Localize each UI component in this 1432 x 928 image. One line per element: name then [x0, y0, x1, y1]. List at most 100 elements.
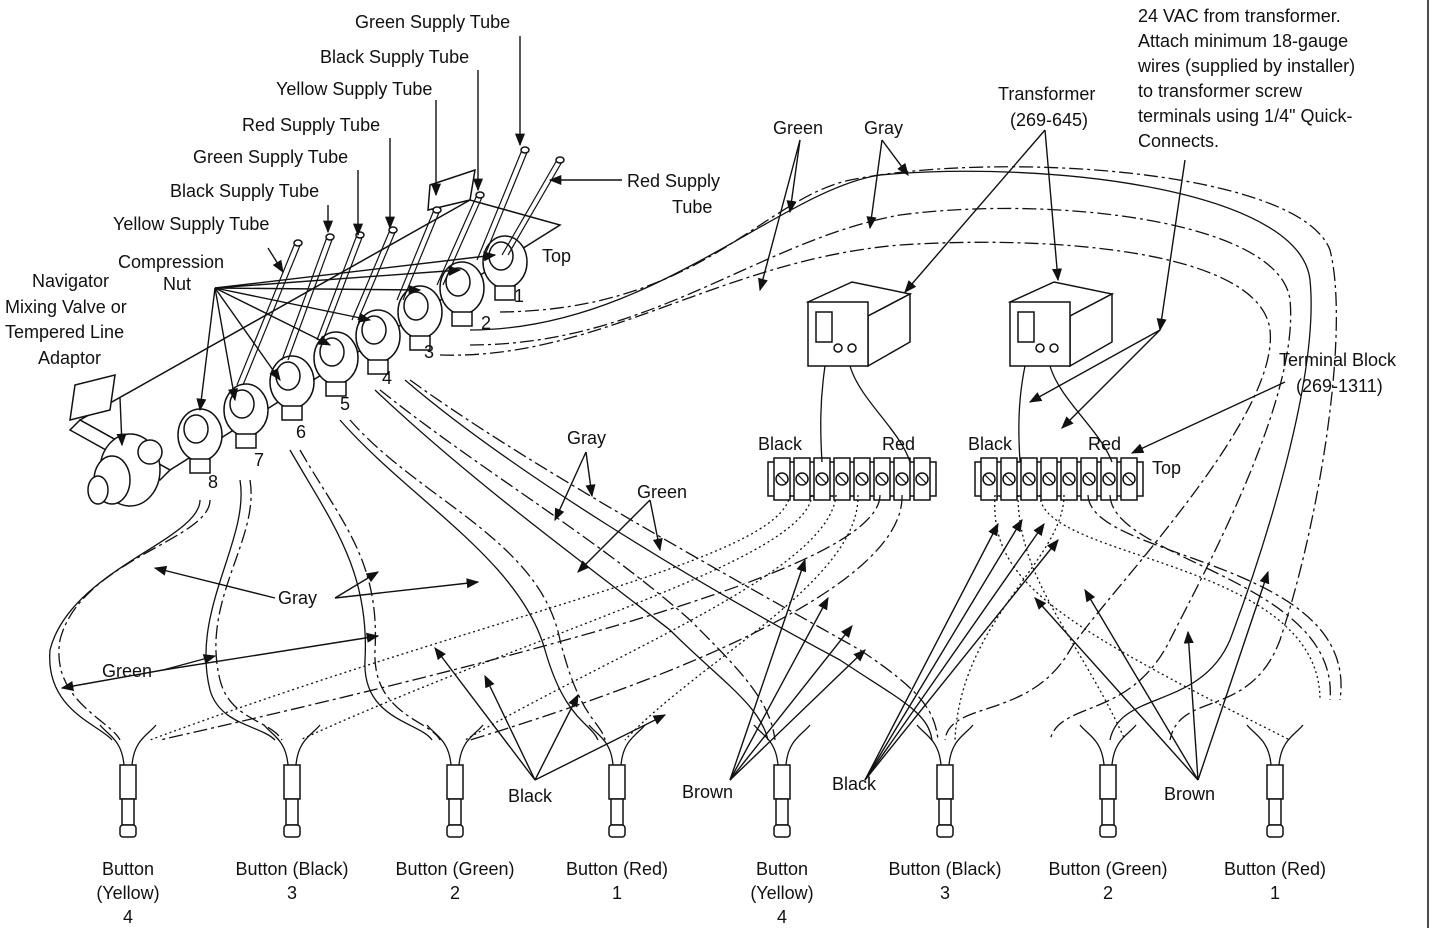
button-caption: Button (Red): [1224, 859, 1326, 879]
note-line-1: 24 VAC from transformer.: [1138, 6, 1341, 26]
button-caption: 1: [1270, 883, 1280, 903]
push-button: [1246, 724, 1304, 838]
push-button: [1079, 724, 1137, 838]
solenoid-valve: [355, 309, 401, 375]
transformer-left: [805, 281, 913, 368]
port-number: 7: [254, 450, 264, 470]
note-line-3: wires (supplied by installer): [1137, 56, 1355, 76]
port-number: 6: [296, 422, 306, 442]
button-caption: 2: [450, 883, 460, 903]
label-compression-2: Nut: [163, 274, 191, 294]
label-navigator-4: Adaptor: [38, 348, 101, 368]
label-black-left-block: Black: [758, 434, 803, 454]
labels: Green Supply Tube Black Supply Tube Yell…: [5, 6, 1397, 806]
transformer-right: [1007, 281, 1115, 368]
note-line-5: terminals using 1/4" Quick-: [1138, 106, 1352, 126]
label-transformer-2: (269-645): [1010, 110, 1088, 130]
button-caption: Button: [102, 859, 154, 879]
button-caption: Button (Green): [395, 859, 514, 879]
label-red-supply-right-2: Tube: [672, 197, 712, 217]
label-transformer-1: Transformer: [998, 84, 1095, 104]
label-green-supply-tube-top: Green Supply Tube: [355, 12, 510, 32]
solenoid-valves: [177, 235, 528, 474]
solenoid-valve: [269, 355, 315, 421]
note-line-2: Attach minimum 18-gauge: [1138, 31, 1348, 51]
label-gray-middle: Gray: [567, 428, 606, 448]
label-red-supply-right-1: Red Supply: [627, 171, 720, 191]
solenoid-valve: [482, 235, 528, 301]
label-gray-lower: Gray: [278, 588, 317, 608]
label-terminal-top: Top: [1152, 458, 1181, 478]
push-button: [263, 724, 321, 838]
button-caption: Button (Black): [888, 859, 1001, 879]
label-navigator-2: Mixing Valve or: [5, 297, 127, 317]
label-green-topright: Green: [773, 118, 823, 138]
button-caption: 4: [123, 907, 133, 927]
mounting-bracket-left: [69, 374, 116, 421]
button-caption: (Yellow): [750, 883, 813, 903]
push-button: [753, 724, 811, 838]
solenoid-valve: [177, 408, 223, 474]
label-red-right-block: Red: [1088, 434, 1121, 454]
solenoid-valve: [223, 383, 269, 449]
label-terminal-block-2: (269-1311): [1296, 376, 1383, 396]
button-caption: Button (Red): [566, 859, 668, 879]
label-compression-1: Compression: [118, 252, 224, 272]
note-line-4: to transformer screw: [1138, 81, 1303, 101]
label-green-middle: Green: [637, 482, 687, 502]
button-caption: 4: [777, 907, 787, 927]
label-green-lower: Green: [102, 661, 152, 681]
push-button: [99, 724, 157, 838]
label-black-supply-tube-top: Black Supply Tube: [320, 47, 469, 67]
label-terminal-block-1: Terminal Block: [1279, 350, 1397, 370]
button-caption: 3: [287, 883, 297, 903]
port-number: 2: [481, 313, 491, 333]
navigator-mixing-valve: [87, 433, 163, 507]
supply-tube: [281, 233, 335, 361]
button-captions: Button (Yellow) 4 Button (Black) 3 Button (Gr…: [96, 859, 1326, 927]
label-red-left-block: Red: [882, 434, 915, 454]
label-black-supply-tube-mid: Black Supply Tube: [170, 181, 319, 201]
supply-tube: [476, 146, 530, 261]
supply-tubes: [236, 146, 565, 386]
port-number: 8: [208, 472, 218, 492]
label-red-supply-tube: Red Supply Tube: [242, 115, 380, 135]
label-yellow-supply-tube-top: Yellow Supply Tube: [276, 79, 432, 99]
terminal-block-right: [974, 457, 1144, 501]
label-valve-top: Top: [542, 246, 571, 266]
push-button: [916, 724, 974, 838]
port-number: 4: [382, 368, 392, 388]
button-caption: 3: [940, 883, 950, 903]
push-button: [426, 724, 484, 838]
port-number: 3: [424, 342, 434, 362]
port-numbers: 1 2 3 4 5 6 7 8: [208, 286, 524, 492]
button-caption: Button (Green): [1048, 859, 1167, 879]
label-navigator-3: Tempered Line: [5, 322, 124, 342]
button-caption: (Yellow): [96, 883, 159, 903]
label-navigator-1: Navigator: [32, 271, 109, 291]
label-black-lower-right: Black: [832, 774, 877, 794]
button-caption: Button (Black): [235, 859, 348, 879]
label-black-lower-left: Black: [508, 786, 553, 806]
label-green-supply-tube-mid: Green Supply Tube: [193, 147, 348, 167]
solenoid-valve: [313, 331, 359, 397]
buttons: [99, 724, 1304, 838]
note-line-6: Connects.: [1138, 131, 1219, 151]
port-number: 1: [514, 286, 524, 306]
button-caption: Button: [756, 859, 808, 879]
wiring: [49, 166, 1342, 741]
mounting-bracket-right: [427, 168, 476, 211]
push-button: [588, 724, 646, 838]
terminal-block-left: [767, 457, 937, 501]
label-brown-lower-left: Brown: [682, 782, 733, 802]
label-yellow-supply-tube-low: Yellow Supply Tube: [113, 214, 269, 234]
button-caption: 1: [612, 883, 622, 903]
label-gray-topright: Gray: [864, 118, 903, 138]
leader-lines: [60, 36, 1286, 781]
label-brown-lower-right: Brown: [1164, 784, 1215, 804]
button-caption: 2: [1103, 883, 1113, 903]
label-black-right-block: Black: [968, 434, 1013, 454]
port-number: 5: [340, 394, 350, 414]
